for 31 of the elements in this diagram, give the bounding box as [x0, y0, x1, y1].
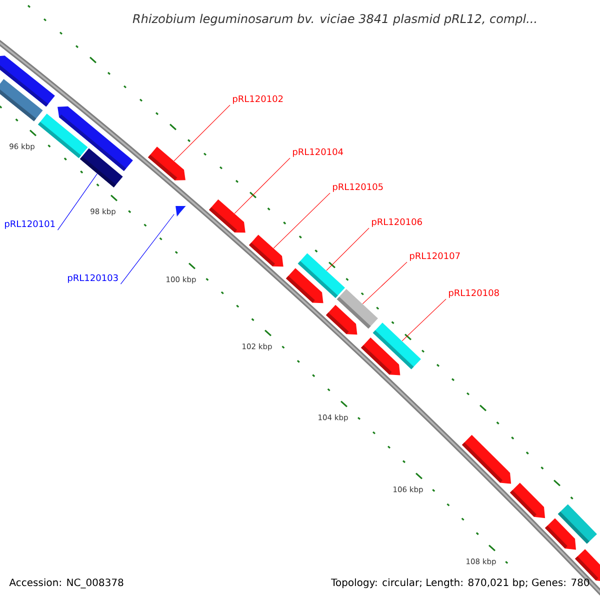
accession-text: Accession: NC_008378 — [9, 578, 124, 588]
gene-feature — [208, 199, 246, 233]
title: Rhizobium leguminosarum bv. viciae 3841 plasmid pRL12, compl... — [132, 14, 536, 26]
gene-feature — [298, 253, 345, 298]
gene-feature — [336, 289, 378, 329]
leader-line — [326, 228, 370, 271]
gene-feature — [372, 322, 421, 370]
gene-feature — [248, 234, 284, 267]
leader-line — [234, 158, 290, 214]
gene-feature — [148, 146, 186, 180]
leader-line — [57, 173, 98, 230]
gene-feature — [80, 148, 123, 188]
leader-line — [120, 214, 174, 284]
gene-feature — [510, 482, 546, 518]
gene-feature — [558, 504, 597, 544]
summary-text: Topology: circular; Length: 870,021 bp; Genes: 780 — [331, 578, 590, 588]
gene-label: pRL120102 — [233, 95, 283, 104]
leader-line — [174, 104, 230, 162]
gene-feature — [462, 434, 512, 484]
gene-label: pRL120108 — [449, 289, 499, 298]
gene-feature — [176, 206, 186, 216]
gene-label: pRL120101 — [5, 220, 55, 229]
gene-label: pRL120104 — [293, 148, 344, 157]
gene-label: pRL120106 — [372, 218, 422, 227]
gene-feature — [0, 79, 43, 122]
gene-label: pRL120103 — [68, 274, 118, 283]
leader-line — [273, 192, 330, 248]
gene-label: pRL120105 — [333, 183, 383, 192]
gene-label: pRL120107 — [410, 252, 460, 261]
leader-line — [402, 298, 446, 342]
leader-line — [362, 262, 408, 304]
